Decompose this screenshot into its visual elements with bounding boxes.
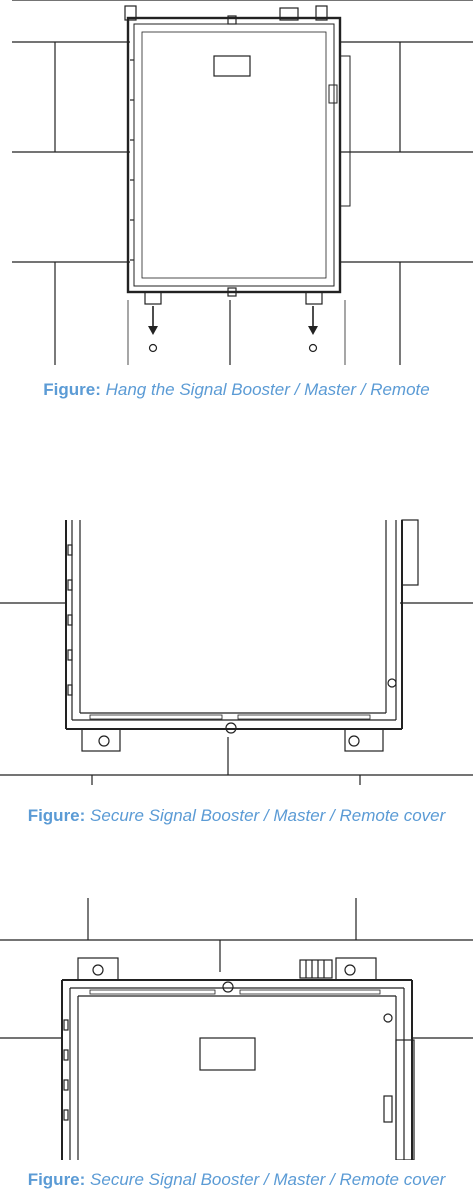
figure-caption: Figure: Secure Signal Booster / Master /… — [0, 1170, 473, 1190]
figure-caption: Figure: Secure Signal Booster / Master /… — [0, 806, 473, 826]
secure-cover-bottom-illustration — [0, 519, 473, 785]
figure-label: Figure: — [27, 806, 86, 825]
figure-caption-text: Secure Signal Booster / Master / Remote … — [90, 1170, 446, 1189]
hang-booster-illustration — [12, 0, 473, 365]
secure-cover-top-illustration — [0, 898, 473, 1160]
figure-label: Figure: — [27, 1170, 86, 1189]
figure-secure-cover-bottom — [0, 515, 473, 785]
figure-caption: Figure: Hang the Signal Booster / Master… — [0, 380, 473, 400]
figure-caption-text: Secure Signal Booster / Master / Remote … — [90, 806, 446, 825]
figure-caption-text: Hang the Signal Booster / Master / Remot… — [105, 380, 430, 399]
figure-hang-booster — [0, 0, 473, 365]
figure-label: Figure: — [43, 380, 101, 399]
figure-secure-cover-top — [0, 890, 473, 1160]
